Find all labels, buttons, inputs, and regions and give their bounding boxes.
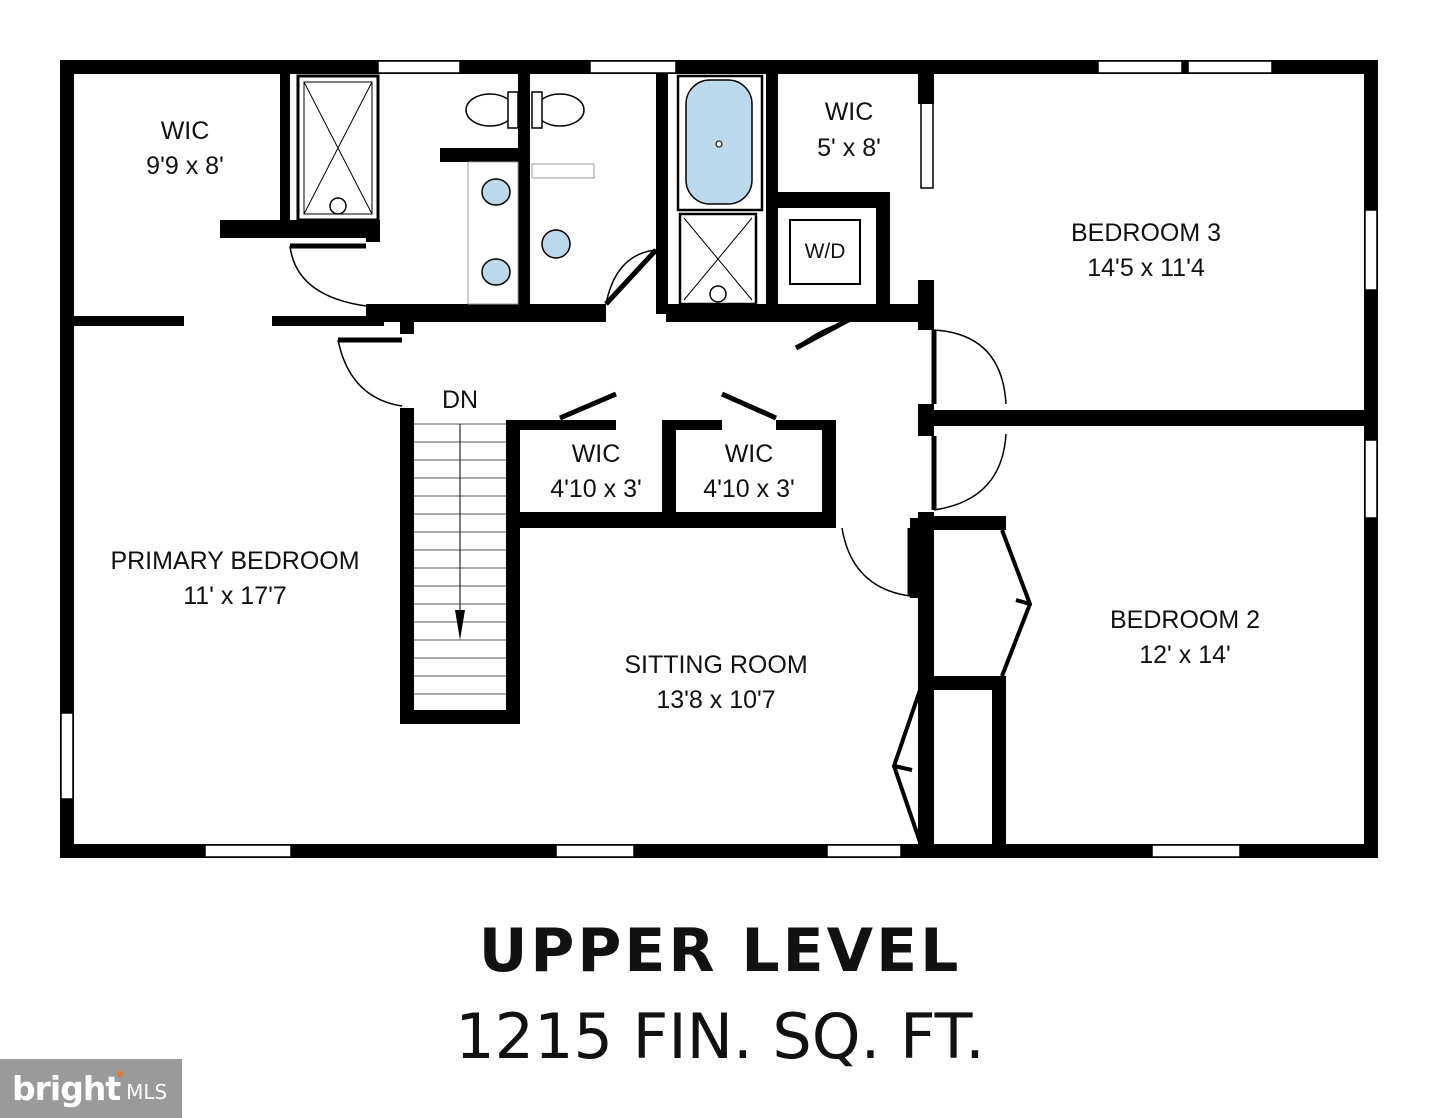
level-area: 1215 FIN. SQ. FT. xyxy=(455,1000,985,1073)
washer-dryer: W/D xyxy=(789,219,861,285)
sitting-room-name: SITTING ROOM xyxy=(624,651,807,679)
shower-primary xyxy=(296,74,380,222)
floor-plan: W/D WIC 9'9 x 8' WIC 5' x 8' BEDROOM 3 1… xyxy=(60,60,1378,858)
logo-brand: bright xyxy=(12,1069,121,1108)
door-swings xyxy=(289,245,1007,597)
laundry-label: W/D xyxy=(805,240,846,263)
bedroom3-name: BEDROOM 3 xyxy=(1071,219,1221,247)
windows xyxy=(60,60,1378,858)
door-leaves xyxy=(290,243,937,596)
room-labels: WIC 9'9 x 8' WIC 5' x 8' BEDROOM 3 14'5 … xyxy=(110,98,1260,714)
bright-mls-logo: bright MLS xyxy=(0,1059,182,1118)
vanity xyxy=(467,161,595,305)
wic-hall-name: WIC xyxy=(825,98,874,126)
logo-suffix: MLS xyxy=(126,1079,168,1104)
logo-accent-icon xyxy=(117,1071,123,1077)
interior-walls xyxy=(74,74,1372,848)
stairs-down-label: DN xyxy=(442,386,478,414)
wic-primary-name: WIC xyxy=(161,117,210,145)
wic-primary-dim: 9'9 x 8' xyxy=(146,152,224,180)
wic-right-dim: 4'10 x 3' xyxy=(703,475,795,503)
bedroom2-dim: 12' x 14' xyxy=(1139,641,1231,669)
level-title: UPPER LEVEL xyxy=(478,916,962,986)
wic-right-name: WIC xyxy=(725,440,774,468)
primary-bedroom-dim: 11' x 17'7 xyxy=(183,582,287,610)
bathtub xyxy=(676,74,764,212)
primary-bedroom-name: PRIMARY BEDROOM xyxy=(110,547,359,575)
wic-hall-dim: 5' x 8' xyxy=(817,134,881,162)
wic-left-name: WIC xyxy=(572,440,621,468)
wic-left-dim: 4'10 x 3' xyxy=(550,475,642,503)
bifold-doors xyxy=(891,529,1033,843)
bedroom2-name: BEDROOM 2 xyxy=(1110,606,1260,634)
stair-arrow-icon xyxy=(455,610,465,640)
sitting-room-dim: 13'8 x 10'7 xyxy=(656,686,775,714)
staircase xyxy=(414,423,506,695)
bedroom3-dim: 14'5 x 11'4 xyxy=(1087,254,1205,282)
toilets xyxy=(465,91,585,129)
shower-hall xyxy=(678,212,758,306)
